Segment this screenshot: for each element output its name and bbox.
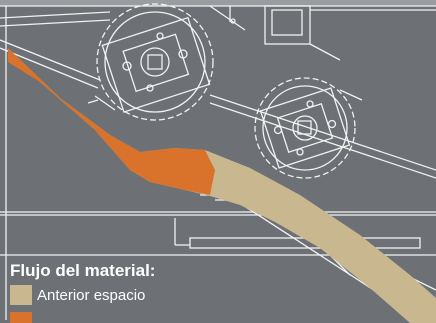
material-flow-current — [8, 48, 215, 195]
material-flow-previous — [8, 48, 436, 323]
legend-item-current — [10, 312, 37, 323]
legend-swatch-current — [10, 312, 32, 323]
conveyor-chain-upper — [0, 11, 436, 179]
legend-label-previous: Anterior espacio — [37, 286, 146, 304]
legend-item-previous: Anterior espacio — [10, 285, 145, 305]
sprocket-upper — [96, 3, 214, 121]
sprocket-right — [254, 77, 356, 179]
legend-title: Flujo del material: — [10, 261, 156, 280]
legend-swatch-previous — [10, 285, 32, 305]
